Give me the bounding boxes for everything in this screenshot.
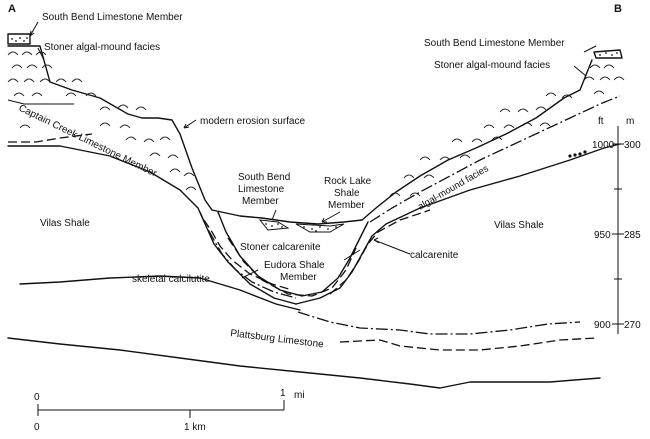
plattsburg-top-line [297, 311, 581, 335]
left-dashed-contact [8, 133, 93, 143]
plattsburg-base [7, 337, 601, 389]
scale-tick-ft-950: 950 [594, 230, 611, 241]
right-algal-mound-arcs [389, 64, 625, 197]
scale-unit-ft: ft [598, 116, 604, 127]
left-algal-mound-arcs [7, 51, 197, 191]
label-vilas-shale-left: Vilas Shale [40, 218, 90, 229]
label-stoner-left: Stoner algal-mound facies [44, 42, 160, 53]
label-rock-lake-1: Rock Lake [324, 176, 372, 187]
scale-tick-ft-1000: 1000 [592, 140, 615, 151]
right-lower-dashed [339, 337, 597, 351]
scale-unit-m: m [626, 116, 634, 127]
left-south-bend-cap [7, 33, 31, 45]
label-south-bend-left: South Bend Limestone Member [42, 12, 183, 23]
label-south-bend-center-3: Member [242, 196, 279, 207]
channel-inner-basin [217, 211, 369, 297]
label-stoner-right: Stoner algal-mound facies [434, 60, 550, 71]
scale-km-one: 1 km [184, 422, 206, 433]
corner-label-a: A [8, 3, 16, 15]
right-south-bend-cap [593, 49, 623, 59]
label-vilas-shale-right: Vilas Shale [494, 220, 544, 231]
scale-mi-unit: mi [294, 390, 305, 401]
scale-km-zero: 0 [34, 422, 40, 433]
label-calcarenite: calcarenite [410, 250, 459, 261]
label-skeletal-calcilutite: skeletal calcilutite [132, 274, 210, 285]
left-upland-surface [7, 45, 213, 211]
scale-tick-ft-900: 900 [594, 320, 611, 331]
right-dashdot-contact [369, 95, 621, 223]
label-south-bend-center-1: South Bend [238, 172, 290, 183]
label-rock-lake-3: Member [328, 200, 365, 211]
scale-tick-m-300: 300 [624, 140, 641, 151]
right-channel-dashed [329, 209, 431, 295]
right-upland-surface [361, 59, 593, 221]
label-modern-erosion: modern erosion surface [200, 116, 305, 127]
leader-arrows [29, 21, 597, 279]
channel-top [211, 209, 363, 225]
elevation-scale: ft m 1000 300 950 285 900 270 [592, 116, 641, 334]
scale-mi-zero: 0 [34, 392, 40, 403]
right-channel-wall [295, 143, 621, 305]
right-pebbles [568, 150, 587, 158]
scale-tick-m-285: 285 [624, 230, 641, 241]
label-eudora-1: Eudora Shale [264, 260, 325, 271]
channel-eudora-dashed [227, 237, 357, 297]
left-mound-base [7, 99, 74, 105]
label-south-bend-right: South Bend Limestone Member [424, 38, 565, 49]
corner-label-b: B [614, 3, 622, 15]
left-channel-dashed [203, 219, 293, 291]
label-stoner-calcarenite: Stoner calcarenite [240, 242, 321, 253]
channel-south-bend-dots [258, 219, 345, 233]
vilas-base-left [19, 275, 301, 311]
scale-mi-one: 1 [280, 388, 286, 399]
label-rock-lake-2: Shale [334, 188, 360, 199]
left-channel-inner [199, 211, 297, 299]
horizontal-scale-bar: 0 1 mi 0 1 km [34, 388, 305, 433]
label-plattsburg-limestone: Plattsburg Limestone [230, 328, 325, 350]
label-eudora-2: Member [280, 272, 317, 283]
scale-tick-m-270: 270 [624, 320, 641, 331]
label-south-bend-center-2: Limestone [238, 184, 285, 195]
